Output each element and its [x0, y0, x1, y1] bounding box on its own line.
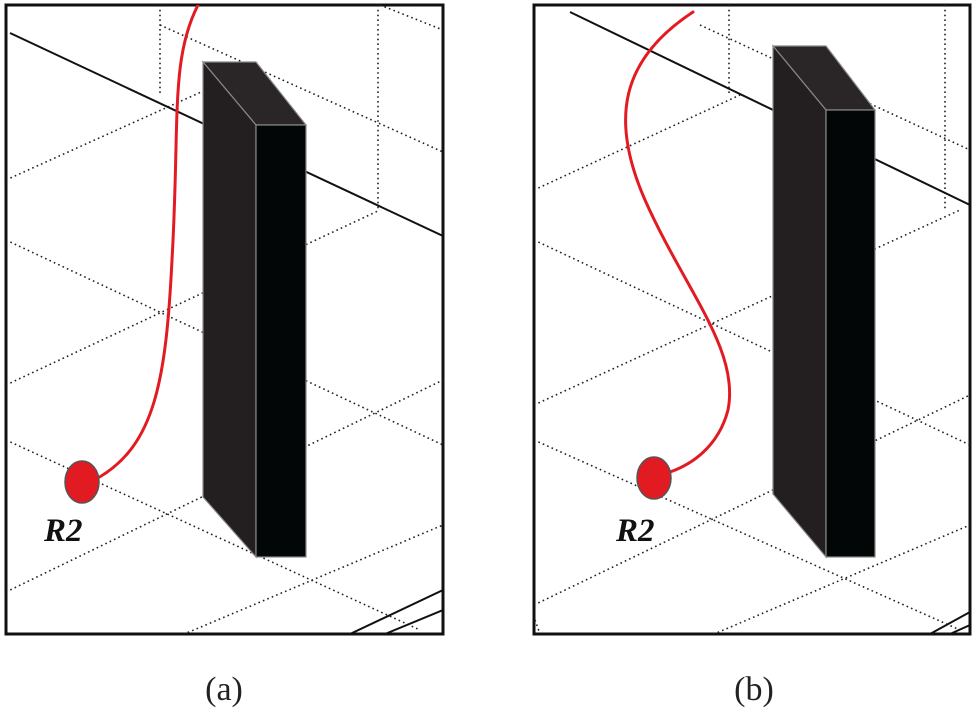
obstacle-side-face [825, 109, 876, 558]
panel-b-robot-r2 [636, 456, 672, 500]
panel-b-frame [532, 3, 972, 636]
panel-b-robot-label: R2 [615, 513, 655, 549]
panel-a-robot-label: R2 [43, 513, 83, 549]
obstacle-front-face [202, 60, 257, 559]
panel-b: R2 (b) [532, 3, 972, 708]
panel-a-robot-r2 [64, 460, 100, 504]
obstacle-front-face [772, 44, 827, 559]
obstacle-side-face [255, 124, 307, 558]
panel-a-obstacle [201, 60, 308, 559]
panel-a-caption: (a) [205, 671, 243, 708]
panel-a-robot-path [96, 5, 200, 480]
panel-b-grid [534, 5, 970, 634]
panel-a: R2 (a) [4, 3, 445, 708]
panel-b-obstacle [771, 44, 877, 559]
panel-b-robot-path [624, 10, 732, 474]
panel-b-caption: (b) [734, 671, 774, 708]
